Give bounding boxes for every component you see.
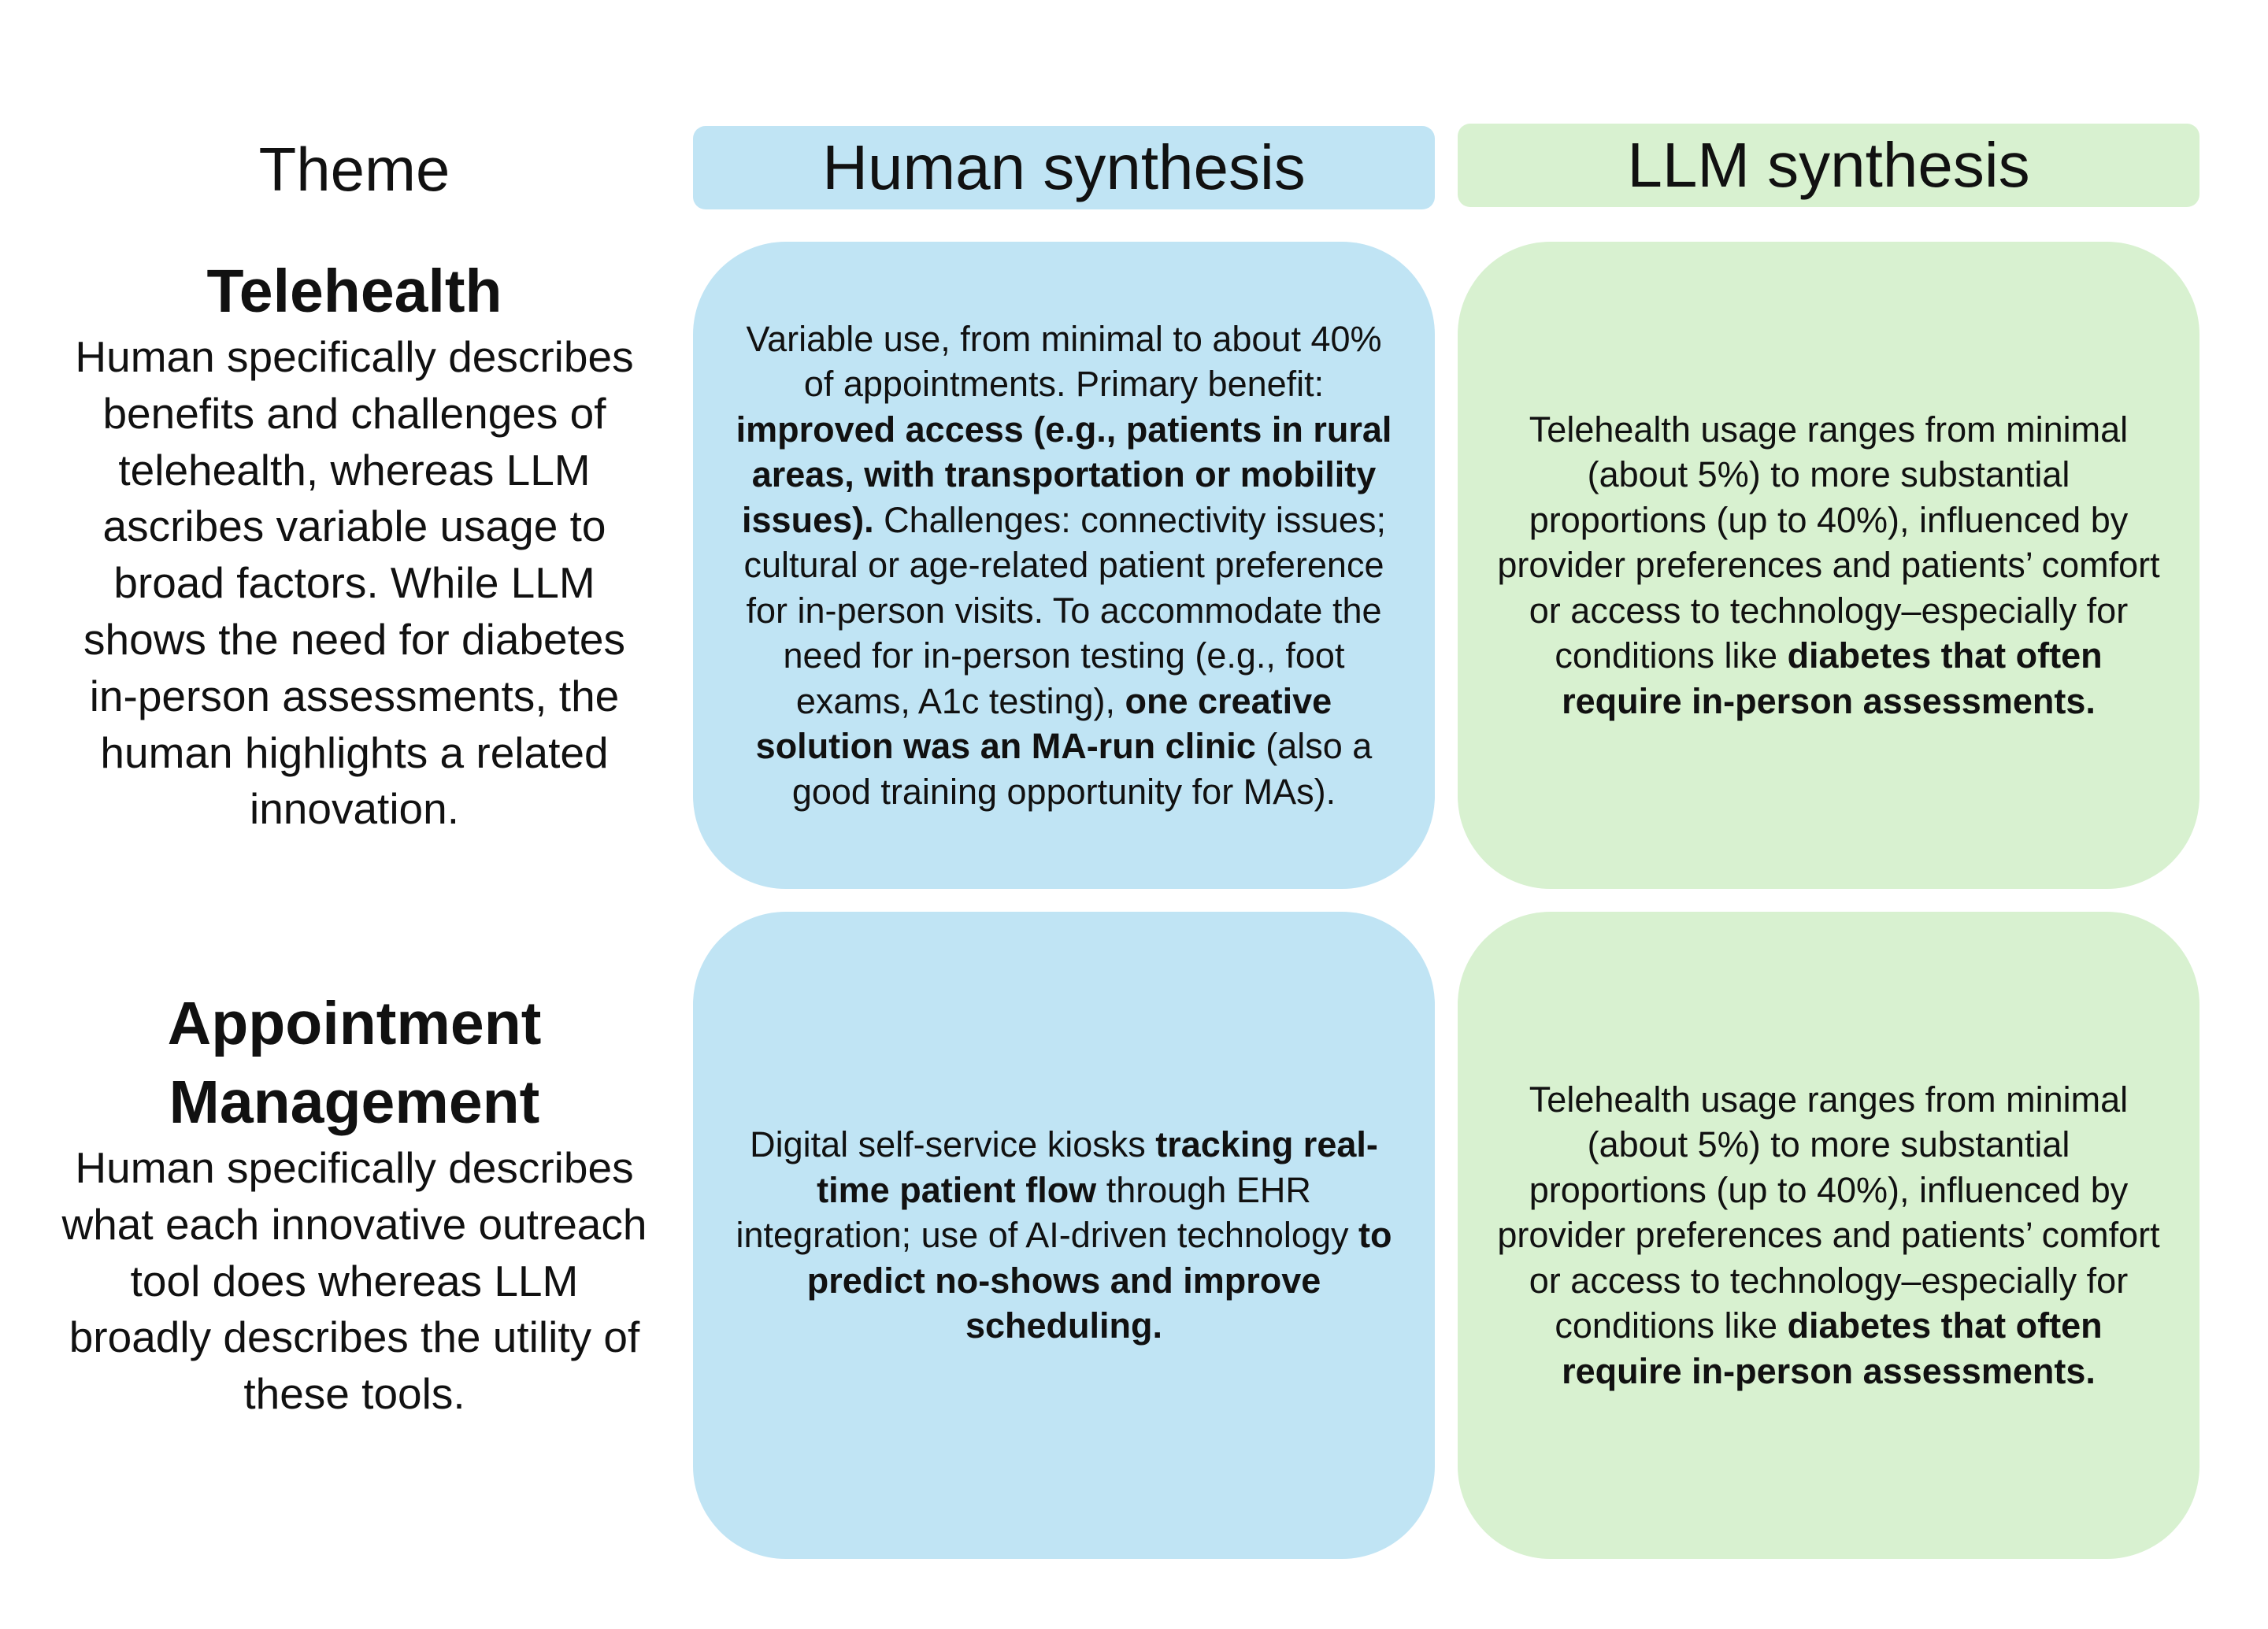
text-segment: Telehealth usage ranges from minimal (ab… (1497, 409, 2160, 676)
theme-title: Appointment Management (167, 990, 542, 1136)
theme-description: Human specifically describes benefits an… (75, 332, 634, 834)
theme-cell-telehealth: Telehealth Human specifically describes … (55, 252, 654, 838)
llm-synthesis-box-telehealth: Telehealth usage ranges from minimal (ab… (1458, 242, 2199, 889)
bold-text-segment: diabetes that often require in-person as… (1562, 635, 2103, 721)
theme-title: Telehealth (206, 257, 502, 325)
human-synthesis-header: Human synthesis (693, 126, 1435, 209)
bold-text-segment: one creative solution was an MA-run clin… (755, 680, 1332, 767)
llm-synthesis-text: Telehealth usage ranges from minimal (ab… (1497, 1077, 2160, 1394)
text-segment: Variable use, from minimal to about 40% … (746, 318, 1382, 405)
text-segment: Telehealth usage ranges from minimal (ab… (1497, 1079, 2160, 1346)
bold-text-segment: tracking real-time patient flow (817, 1124, 1378, 1210)
human-synthesis-box-telehealth: Variable use, from minimal to about 40% … (693, 242, 1435, 889)
human-synthesis-box-appointment-management: Digital self-service kiosks tracking rea… (693, 912, 1435, 1559)
bold-text-segment: to predict no-shows and improve scheduli… (806, 1215, 1392, 1346)
bold-text-segment: improved access (e.g., patients in rural… (736, 409, 1392, 540)
bold-text-segment: diabetes that often require in-person as… (1562, 1305, 2103, 1391)
text-segment: through EHR integration; use of AI-drive… (736, 1169, 1358, 1256)
text-segment: Digital self-service kiosks (750, 1124, 1156, 1165)
theme-description: Human specifically describes what each i… (61, 1143, 647, 1419)
llm-synthesis-box-appointment-management: Telehealth usage ranges from minimal (ab… (1458, 912, 2199, 1559)
human-synthesis-text: Variable use, from minimal to about 40% … (732, 317, 1395, 815)
text-segment: (also a good training opportunity for MA… (791, 726, 1373, 812)
text-segment: Challenges: connectivity issues; cultura… (743, 499, 1386, 721)
human-synthesis-text: Digital self-service kiosks tracking rea… (732, 1122, 1395, 1349)
llm-synthesis-text: Telehealth usage ranges from minimal (ab… (1497, 407, 2160, 724)
llm-synthesis-header: LLM synthesis (1458, 124, 2199, 207)
theme-column-header: Theme (258, 134, 450, 204)
theme-cell-appointment-management: Appointment Management Human specificall… (55, 984, 654, 1423)
